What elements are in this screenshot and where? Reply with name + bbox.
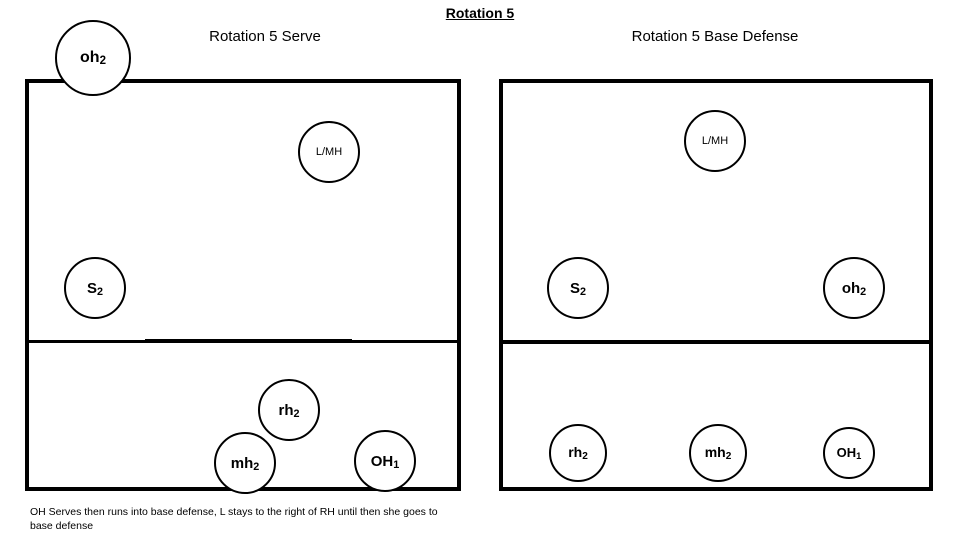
player-label: L/MH xyxy=(701,134,729,147)
player-label: rh2 xyxy=(278,401,300,420)
player-label-subscript: 2 xyxy=(582,451,588,463)
player-label-subscript: 2 xyxy=(293,407,300,420)
player-label: L/MH xyxy=(315,145,343,158)
player-label-subscript: 2 xyxy=(97,285,104,298)
player-label: S2 xyxy=(569,279,587,298)
player-marker-serve-oh2: oh2 xyxy=(55,20,131,96)
player-marker-base-defense-rh2: rh2 xyxy=(549,424,607,482)
player-marker-base-defense-oh1: OH1 xyxy=(823,427,875,479)
player-label-subscript: 2 xyxy=(580,285,587,298)
player-label-subscript: 1 xyxy=(856,451,862,462)
player-marker-serve-rh2: rh2 xyxy=(258,379,320,441)
player-label: oh2 xyxy=(80,49,106,67)
player-marker-base-defense-mh2: mh2 xyxy=(689,424,747,482)
court-base-defense xyxy=(499,79,933,491)
player-marker-serve-lmh: L/MH xyxy=(298,121,360,183)
player-label: rh2 xyxy=(568,444,588,463)
player-label-subscript: 2 xyxy=(253,460,260,473)
player-label-subscript: 2 xyxy=(99,55,106,67)
court-heading-serve: Rotation 5 Serve xyxy=(209,28,321,45)
page-title: Rotation 5 xyxy=(445,5,515,21)
player-marker-base-defense-oh2: oh2 xyxy=(823,257,885,319)
player-label: mh2 xyxy=(230,454,260,473)
attack-line-serve-emphasis xyxy=(145,339,352,343)
player-label-subscript: 1 xyxy=(393,458,400,471)
attack-line-base-defense xyxy=(499,340,933,344)
player-label: OH1 xyxy=(370,452,400,471)
player-marker-base-defense-s2: S2 xyxy=(547,257,609,319)
player-label: oh2 xyxy=(841,279,867,298)
player-marker-serve-s2: S2 xyxy=(64,257,126,319)
diagram-caption: OH Serves then runs into base defense, L… xyxy=(30,506,438,533)
player-marker-base-defense-lmh: L/MH xyxy=(684,110,746,172)
player-marker-serve-mh2: mh2 xyxy=(214,432,276,494)
court-heading-base-defense: Rotation 5 Base Defense xyxy=(631,28,799,45)
player-label-subscript: 2 xyxy=(725,451,732,463)
player-marker-serve-oh1: OH1 xyxy=(354,430,416,492)
player-label: OH1 xyxy=(836,445,862,462)
player-label: mh2 xyxy=(704,444,732,463)
player-label-subscript: 2 xyxy=(860,285,867,298)
player-label: S2 xyxy=(86,279,104,298)
